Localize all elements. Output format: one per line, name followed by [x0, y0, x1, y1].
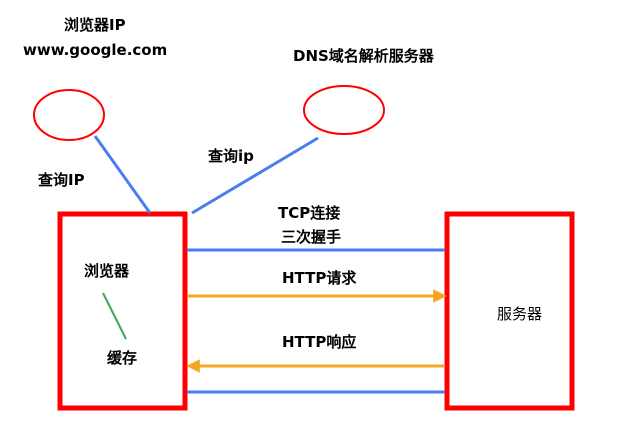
- http-response-label: HTTP响应: [282, 333, 357, 351]
- browser-ip-title: 浏览器IP: [64, 16, 126, 34]
- query-ip-label-left: 查询IP: [38, 171, 85, 189]
- query-ip-line-right: [191, 136, 319, 215]
- cache-line: [102, 292, 127, 340]
- browser-ip-circle: [33, 89, 105, 141]
- dns-server-label: DNS域名解析服务器: [293, 47, 434, 65]
- server-label: 服务器: [497, 305, 543, 323]
- tcp-label-line1: TCP连接: [278, 204, 341, 222]
- browser-box: [57, 211, 188, 411]
- server-box: [444, 211, 575, 411]
- cache-label: 缓存: [107, 349, 138, 367]
- tcp-label-line2: 三次握手: [281, 228, 342, 246]
- browser-label: 浏览器: [84, 262, 130, 280]
- query-ip-label-right: 查询ip: [208, 147, 254, 165]
- domain-text: www.google.com: [23, 41, 168, 59]
- dns-server-circle: [303, 85, 385, 135]
- query-ip-line-left: [93, 135, 152, 214]
- http-request-label: HTTP请求: [282, 269, 357, 287]
